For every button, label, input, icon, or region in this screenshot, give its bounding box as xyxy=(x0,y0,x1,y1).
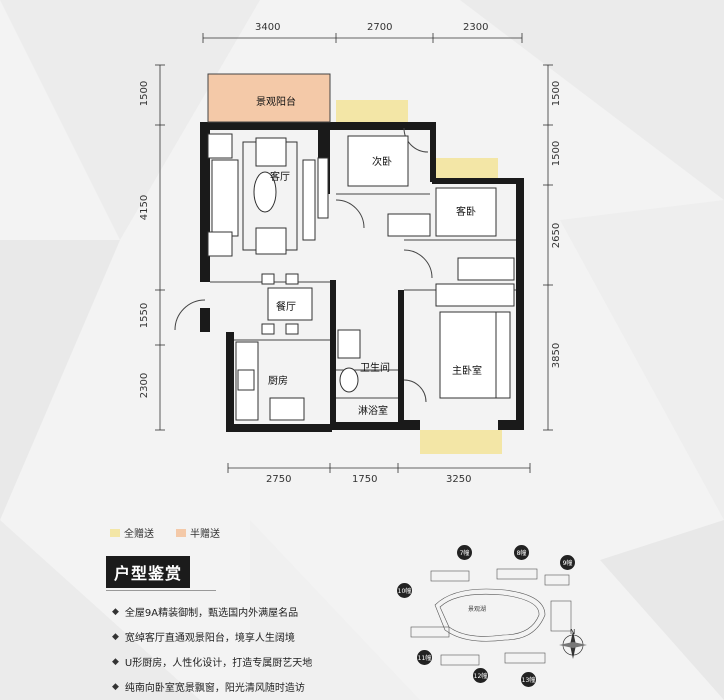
dimension-lines xyxy=(155,33,553,473)
bullet-icon: ◆ xyxy=(112,681,119,692)
legend-half: 半赠送 xyxy=(176,525,220,540)
building-8: 8幢 xyxy=(514,545,529,560)
feature-list: ◆全屋9A精装御制，甄选国内外满屋名品 ◆宽绰客厅直通观景阳台，境享人生阔境 ◆… xyxy=(112,604,313,695)
room-balcony: 景观阳台 xyxy=(256,97,296,108)
title-underline xyxy=(106,590,216,591)
building-7: 7幢 xyxy=(457,545,472,560)
dim-bottom-2: 1750 xyxy=(352,474,378,485)
dim-left-2: 4150 xyxy=(139,194,151,221)
bullet-icon: ◆ xyxy=(112,606,119,617)
dim-right-3: 2650 xyxy=(551,222,563,249)
legend: 全赠送 半赠送 xyxy=(110,525,220,540)
living-furniture xyxy=(207,133,515,421)
compass-label: N xyxy=(570,628,576,636)
dim-right-4: 3850 xyxy=(551,342,563,369)
building-10: 10幢 xyxy=(397,583,412,598)
room-dining: 餐厅 xyxy=(276,302,296,313)
section-title: 户型鉴赏 xyxy=(106,556,191,588)
walls xyxy=(200,122,524,432)
section-title-wrap: 户型鉴赏 xyxy=(106,556,191,588)
feature-item: ◆全屋9A精装御制，甄选国内外满屋名品 xyxy=(112,606,299,620)
dim-right-2: 1500 xyxy=(551,140,563,167)
room-living: 客厅 xyxy=(270,172,290,183)
legend-full: 全赠送 xyxy=(110,525,154,540)
lake-label: 景观湖 xyxy=(468,606,487,613)
dim-left-4: 2300 xyxy=(139,372,151,399)
building-9: 9幢 xyxy=(560,555,575,570)
compass-icon xyxy=(559,631,587,659)
room-master-bedroom: 主卧室 xyxy=(452,366,482,377)
floor-plan xyxy=(155,33,553,473)
dim-bottom-3: 3250 xyxy=(446,474,472,485)
legend-half-swatch xyxy=(176,528,186,537)
legend-half-label: 半赠送 xyxy=(190,529,220,540)
site-plan xyxy=(410,568,587,666)
room-shower: 淋浴室 xyxy=(358,406,388,417)
dim-top-3: 2300 xyxy=(463,22,489,33)
dim-top-2: 2700 xyxy=(367,22,393,33)
dim-right-1: 1500 xyxy=(551,80,563,107)
dim-left-3: 1550 xyxy=(139,302,151,329)
room-guest-bedroom: 客卧 xyxy=(456,207,476,218)
room-kitchen: 厨房 xyxy=(268,376,288,387)
feature-item: ◆宽绰客厅直通观景阳台，境享人生阔境 xyxy=(112,631,295,645)
dim-bottom-1: 2750 xyxy=(266,474,292,485)
balcony-area xyxy=(208,74,330,122)
bullet-icon: ◆ xyxy=(112,631,119,642)
dim-top-1: 3400 xyxy=(255,22,281,33)
dim-left-1: 1500 xyxy=(139,80,151,107)
room-second-bedroom: 次卧 xyxy=(372,157,392,168)
building-13: 13幢 xyxy=(521,672,536,687)
bullet-icon: ◆ xyxy=(112,656,119,667)
building-11: 11幢 xyxy=(417,650,432,665)
feature-item: ◆纯南向卧室宽景飘窗，阳光清风随时造访 xyxy=(112,681,305,695)
legend-full-swatch xyxy=(110,528,120,537)
lake-outline xyxy=(434,588,546,642)
building-12: 12幢 xyxy=(473,668,488,683)
room-bathroom: 卫生间 xyxy=(360,363,390,374)
legend-full-label: 全赠送 xyxy=(124,529,154,540)
feature-item: ◆U形厨房，人性化设计，打造专属厨艺天地 xyxy=(112,656,313,670)
